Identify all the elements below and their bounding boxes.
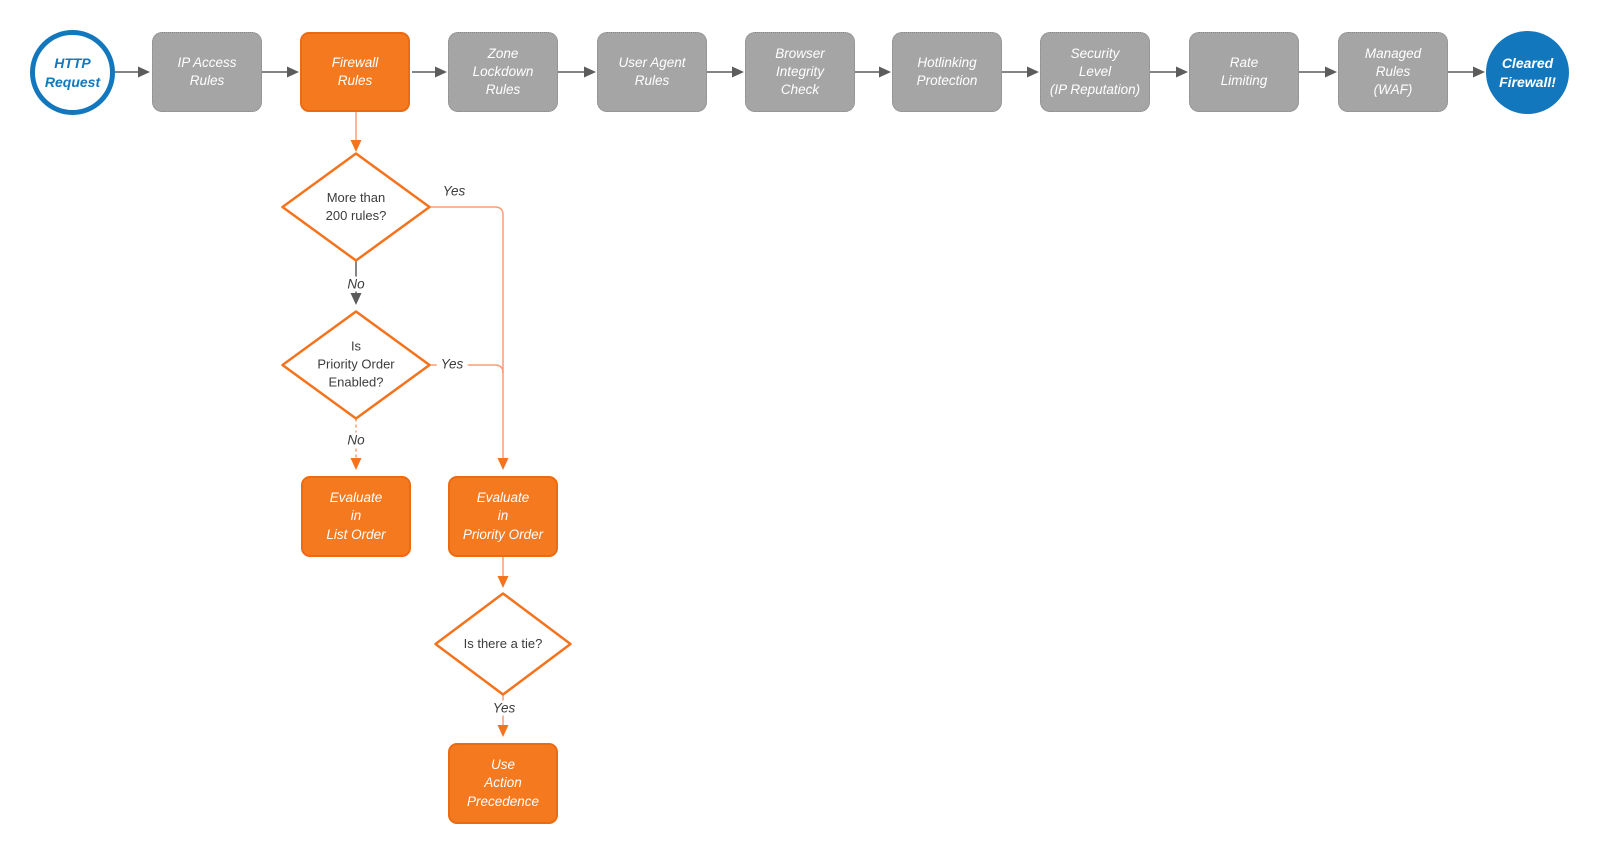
decision-priority-enabled-shape bbox=[281, 310, 431, 420]
step-ip-access-rules: IP Access Rules bbox=[152, 32, 262, 112]
step-user-agent-rules: User Agent Rules bbox=[597, 32, 707, 112]
action-evaluate-in-list-order: Evaluate in List Order bbox=[301, 476, 411, 557]
decision-is-there-a-tie: Is there a tie? bbox=[463, 635, 543, 651]
action-evaluate-in-priority-order: Evaluate in Priority Order bbox=[448, 476, 558, 557]
decision-more-than-200-rules: More than 200 rules? bbox=[325, 189, 387, 223]
edge-label-no-more-than-200: No bbox=[343, 276, 369, 292]
decision-priority-order-enabled: Is Priority Order Enabled? bbox=[317, 338, 395, 391]
start-node-http-request: HTTP Request bbox=[30, 30, 115, 115]
step-browser-integrity-check: Browser Integrity Check bbox=[745, 32, 855, 112]
edge-label-yes-priority-enabled: Yes bbox=[436, 356, 468, 372]
step-hotlinking-protection: Hotlinking Protection bbox=[892, 32, 1002, 112]
action-use-action-precedence: Use Action Precedence bbox=[448, 743, 558, 824]
step-managed-rules-waf: Managed Rules (WAF) bbox=[1338, 32, 1448, 112]
edge-label-no-priority-enabled: No bbox=[343, 432, 369, 448]
edge-label-yes-more-than-200: Yes bbox=[438, 183, 470, 199]
edge-yes-more-than-200 bbox=[429, 206, 509, 470]
edge-yes-priority-enabled bbox=[429, 364, 504, 374]
step-security-level-ip-reputation: Security Level (IP Reputation) bbox=[1040, 32, 1150, 112]
step-rate-limiting: Rate Limiting bbox=[1189, 32, 1299, 112]
step-zone-lockdown-rules: Zone Lockdown Rules bbox=[448, 32, 558, 112]
end-node-cleared-firewall: Cleared Firewall! bbox=[1486, 31, 1569, 114]
decision-more-than-200-shape bbox=[281, 152, 431, 262]
step-firewall-rules: Firewall Rules bbox=[300, 32, 410, 112]
decision-is-tie-shape bbox=[434, 592, 572, 696]
edge-label-yes-tie: Yes bbox=[488, 700, 520, 716]
